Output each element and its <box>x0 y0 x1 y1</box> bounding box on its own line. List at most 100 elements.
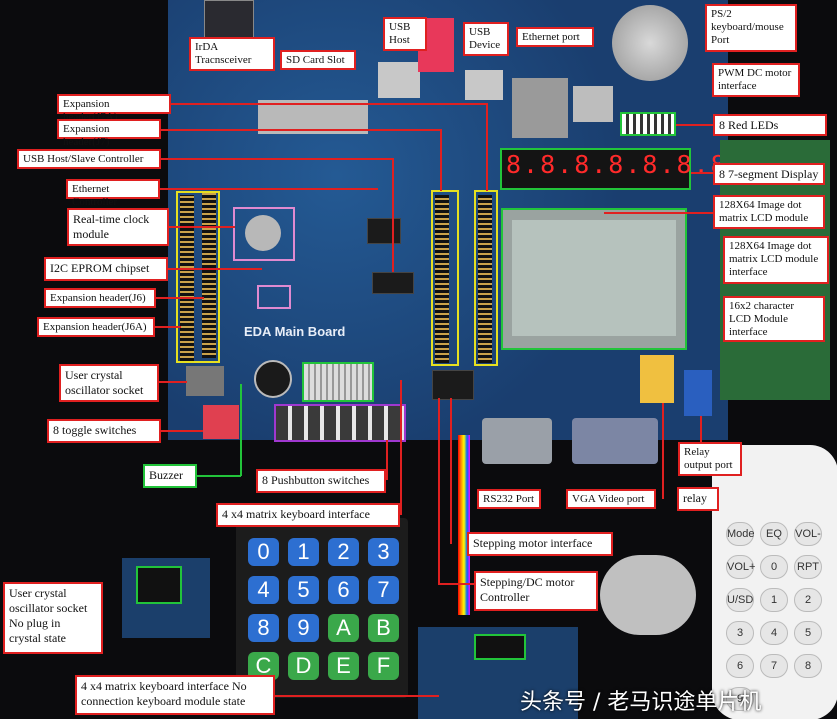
remote-key[interactable]: 0 <box>760 555 788 579</box>
keypad-key[interactable]: B <box>368 614 399 642</box>
label-sd-card: SD Card Slot <box>280 50 356 70</box>
label-lcd128: 128X64 Image dot matrix LCD module <box>713 195 825 229</box>
leader-stepper-ctrl <box>438 398 440 584</box>
usb-host-connector <box>378 62 420 98</box>
leader-j7a <box>171 103 486 105</box>
leader-lcd128 <box>604 212 714 214</box>
label-red-leds: 8 Red LEDs <box>713 114 827 136</box>
label-pushbutton: 8 Pushbutton switches <box>256 469 386 493</box>
leader-j7-v <box>440 129 442 191</box>
label-lcd16x2: 16x2 character LCD Module interface <box>723 296 825 342</box>
leader-keypad <box>400 380 402 515</box>
keypad-key[interactable]: 2 <box>328 538 359 566</box>
toggle-switch-bank <box>203 405 239 439</box>
remote-key[interactable]: 9 <box>726 687 754 711</box>
keyboard-inset-header <box>474 634 526 660</box>
rtc-battery <box>245 215 281 251</box>
keypad-key[interactable]: F <box>368 652 399 680</box>
leader-buzzer-v <box>240 384 242 476</box>
keypad-key[interactable]: 5 <box>288 576 319 604</box>
i2c-outline <box>257 285 291 309</box>
keypad-key[interactable]: 4 <box>248 576 279 604</box>
label-usb-controller: USB Host/Slave Controller <box>17 149 161 169</box>
label-irda: IrDA Tracnsceiver <box>189 37 275 71</box>
label-keypad-iface: 4 x4 matrix keyboard interface <box>216 503 400 527</box>
leader-j6 <box>156 297 204 299</box>
remote-key[interactable]: 3 <box>726 621 754 645</box>
keypad-key[interactable]: 8 <box>248 614 279 642</box>
label-relay: relay <box>677 487 719 511</box>
usb-device-connector <box>465 70 503 100</box>
leader-relay-port <box>700 416 702 444</box>
remote-key[interactable]: U/SD <box>726 588 754 612</box>
stepper-wires <box>458 435 470 615</box>
lcd-screen <box>512 220 676 336</box>
remote-key[interactable]: RPT <box>794 555 822 579</box>
label-stepper-ctrl: Stepping/DC motor Controller <box>474 571 598 611</box>
stepper-motor <box>600 555 696 635</box>
crystal-inset-jumper <box>136 566 182 604</box>
remote-key[interactable]: 2 <box>794 588 822 612</box>
remote-key[interactable]: 4 <box>760 621 788 645</box>
watermark: 头条号 / 老马识途单片机 <box>520 690 762 715</box>
keypad-key[interactable]: A <box>328 614 359 642</box>
leader-i2c <box>168 268 262 270</box>
sd-slot <box>258 100 368 134</box>
leader-seven-seg <box>691 172 713 174</box>
remote-key[interactable]: VOL+ <box>726 555 755 579</box>
leader-red-leds <box>676 124 714 126</box>
relay-block <box>640 355 674 403</box>
label-eth-controller: Ethernet Controller <box>66 179 160 208</box>
label-rs232: RS232 Port <box>477 489 541 509</box>
leader-rtc <box>169 226 235 228</box>
leader-stepper-ctrl-h <box>438 583 476 585</box>
label-usb-device: USB Device <box>463 22 509 56</box>
header-j6a <box>180 195 194 361</box>
leader-stepper-iface <box>450 398 452 544</box>
remote-key[interactable]: 7 <box>760 654 788 678</box>
keypad-key[interactable]: E <box>328 652 359 680</box>
keypad-key[interactable]: D <box>288 652 319 680</box>
header-j6-outline <box>176 191 220 363</box>
ribbon-cable <box>302 362 374 402</box>
label-ethernet-port: Ethernet port <box>516 27 594 47</box>
leader-j7 <box>161 129 441 131</box>
remote-key[interactable]: Mode <box>726 522 755 546</box>
keypad-key[interactable]: 1 <box>288 538 319 566</box>
label-vga: VGA Video port <box>566 489 656 509</box>
remote-key[interactable]: 1 <box>760 588 788 612</box>
keypad-key[interactable]: 7 <box>368 576 399 604</box>
rs232-port <box>482 418 552 464</box>
pushbuttons <box>274 404 406 442</box>
remote-key[interactable]: EQ <box>760 522 788 546</box>
label-toggle: 8 toggle switches <box>47 419 161 443</box>
ethernet-jack <box>512 78 568 138</box>
remote-key[interactable]: 5 <box>794 621 822 645</box>
label-buzzer: Buzzer <box>143 464 197 488</box>
leader-buzzer-h <box>197 475 241 477</box>
label-seven-seg: 8 7-segment Display <box>713 163 825 185</box>
leader-usb-v <box>392 158 394 272</box>
header-j7a <box>478 195 492 363</box>
label-relay-port: Relay output port <box>678 442 742 476</box>
red-leds <box>620 112 676 136</box>
leader-toggle <box>161 430 203 432</box>
keypad-key[interactable]: 6 <box>328 576 359 604</box>
header-j7-outline <box>431 190 459 366</box>
header-j7a-outline <box>474 190 498 366</box>
relay-terminal <box>684 370 712 416</box>
keypad-key[interactable]: 9 <box>288 614 319 642</box>
remote-key[interactable]: 8 <box>794 654 822 678</box>
label-keypad-noconn: 4 x4 matrix keyboard interface No connec… <box>75 675 275 715</box>
leader-j7a-v <box>486 103 488 191</box>
remote-key[interactable]: 6 <box>726 654 754 678</box>
remote-key[interactable]: VOL- <box>794 522 822 546</box>
vga-port <box>572 418 658 464</box>
dc-motor <box>612 5 688 81</box>
leader-j6a <box>155 326 181 328</box>
keypad-key[interactable]: 3 <box>368 538 399 566</box>
label-pwm: PWM DC motor interface <box>712 63 800 97</box>
keypad-key[interactable]: 0 <box>248 538 279 566</box>
header-j6 <box>202 192 216 358</box>
leader-relay <box>662 403 664 499</box>
